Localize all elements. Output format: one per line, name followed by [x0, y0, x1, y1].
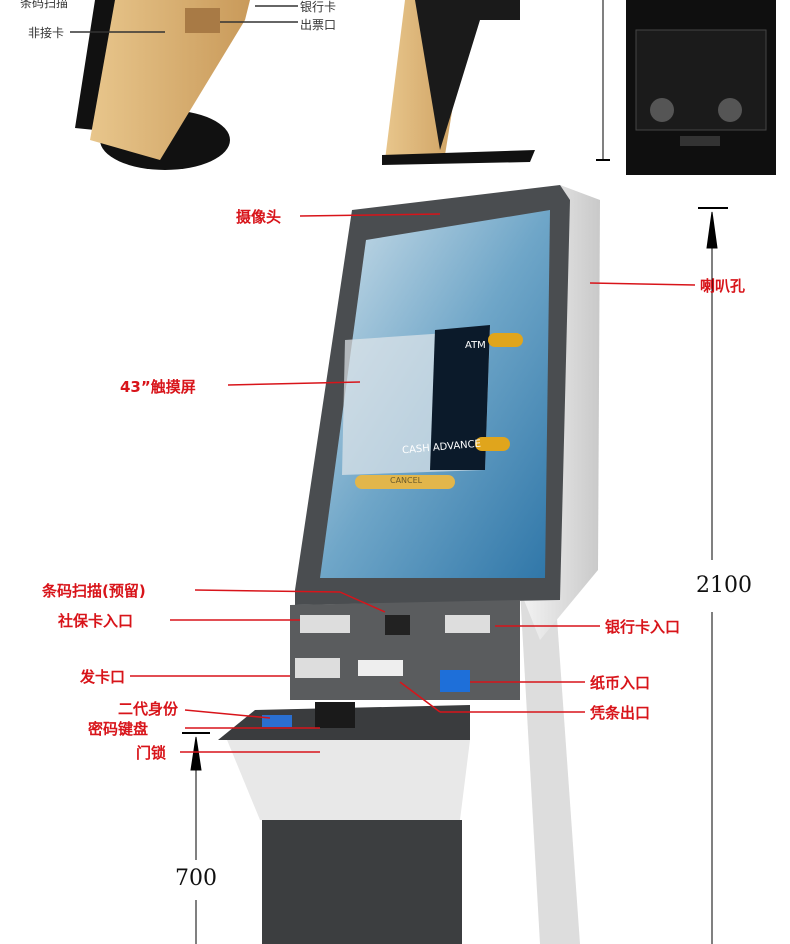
- top-leader-lines: [70, 5, 298, 33]
- callout-arrows: [130, 213, 696, 753]
- main-kiosk: [218, 185, 600, 944]
- callout-id-card: 二代身份: [118, 700, 179, 718]
- callout-barcode-reserved: 条码扫描(预留): [42, 582, 146, 600]
- callout-door-lock: 门锁: [136, 744, 167, 762]
- screen-cancel-button: CANCEL: [390, 476, 423, 485]
- dimension-desk-height: 700: [175, 866, 217, 891]
- callout-card-issuer: 发卡口: [80, 668, 126, 686]
- callout-cash-slot: 纸币入口: [590, 674, 651, 692]
- label-contactless-card: 非接卡: [28, 26, 65, 40]
- side-view: [382, 0, 535, 165]
- screen-atm-label: ATM: [465, 340, 486, 351]
- callout-touch-screen: 43”触摸屏: [120, 378, 196, 396]
- label-barcode-scan: 条码扫描: [20, 0, 69, 10]
- callout-social-card-slot: 社保卡入口: [58, 612, 134, 630]
- dimension-lines: [182, 207, 728, 944]
- gold-kiosk-view: [75, 0, 250, 170]
- callout-bank-card-slot: 银行卡入口: [605, 618, 681, 636]
- label-ticket-outlet: 出票口: [300, 18, 337, 32]
- callout-camera: 摄像头: [236, 208, 282, 226]
- label-bank-card: 银行卡: [300, 0, 337, 14]
- callout-pin-pad: 密码键盘: [88, 720, 149, 738]
- callout-speaker: 喇叭孔: [700, 277, 746, 295]
- callout-receipt-outlet: 凭条出口: [590, 704, 651, 722]
- back-view: [626, 0, 776, 175]
- dimension-total-height: 2100: [696, 573, 752, 598]
